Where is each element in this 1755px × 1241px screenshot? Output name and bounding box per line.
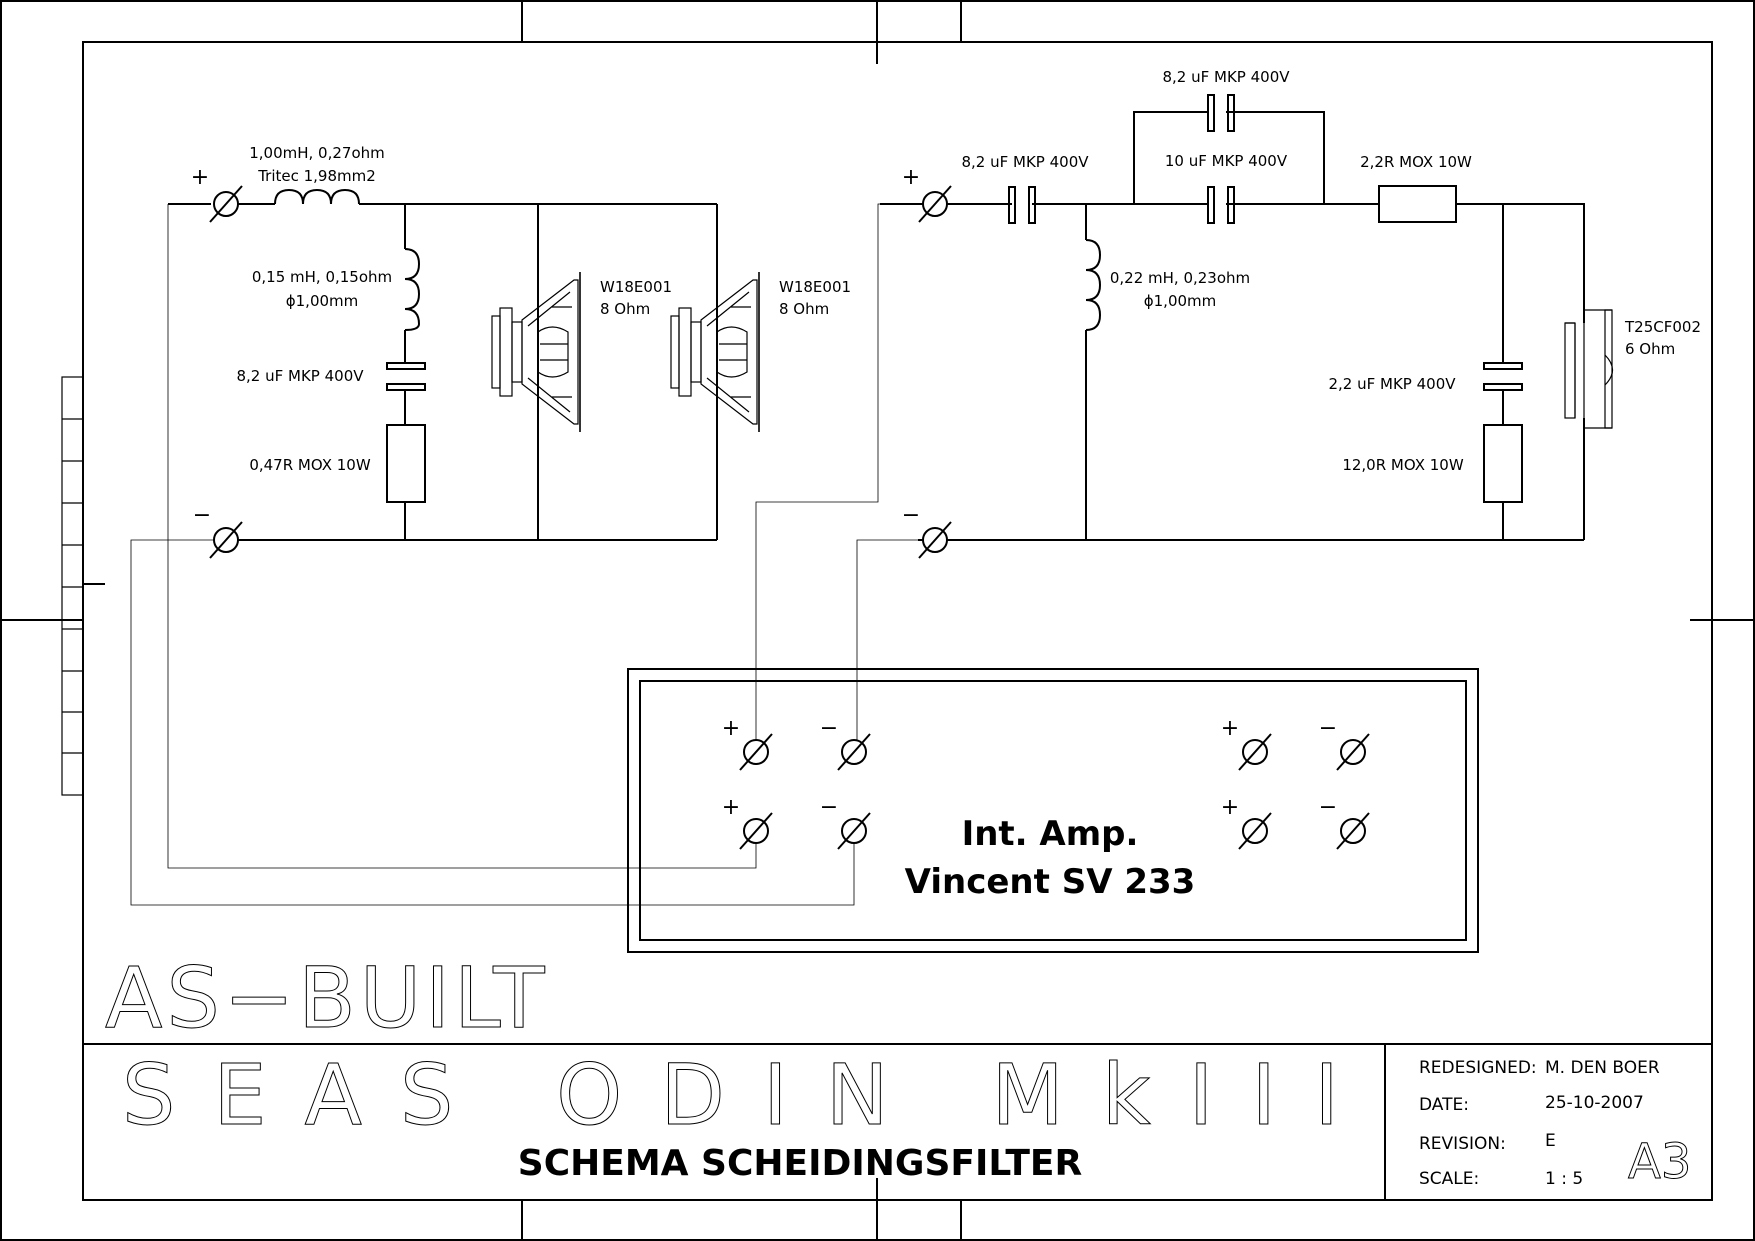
amp-terminal-1-minus: [837, 733, 871, 771]
shunt-capacitor-top: [386, 362, 426, 370]
revision-value: E: [1545, 1131, 1556, 1151]
shunt-resistor: [386, 424, 426, 503]
amp-minus-1: −: [820, 716, 838, 741]
woofer-minus-sign: −: [193, 503, 211, 528]
amp-outer-box: [627, 668, 1479, 953]
shunt-cap-label: 8,2 uF MKP 400V: [236, 367, 364, 385]
tweeter-coil-label-2: ϕ1,00mm: [1144, 292, 1217, 310]
shunt-capacitor-bottom: [386, 383, 426, 391]
title-block: SEAS ODIN MkIII SCHEMA SCHEIDINGSFILTER …: [83, 1043, 1712, 1200]
revision-label: REVISION:: [1419, 1134, 1506, 1154]
tweeter-minus-sign: −: [902, 503, 920, 528]
amp-plus-2: +: [722, 795, 740, 820]
parallel-cap-bottom-a: [1207, 186, 1215, 224]
amp-plus-4: +: [1221, 795, 1239, 820]
woofer-network: + − 1,00mH, 0,27ohm Tritec 1,98mm2 0,15 …: [168, 144, 851, 559]
shunt-inductor: [404, 248, 421, 331]
shunt-resistor-label: 0,47R MOX 10W: [249, 456, 371, 474]
sheet-size: A3: [1628, 1134, 1691, 1190]
amp-name-line2: Vincent SV 233: [905, 862, 1196, 902]
woofer2-symbol: [670, 271, 760, 433]
series-coil-label-1: 1,00mH, 0,27ohm: [249, 144, 385, 162]
shunt-coil-label-1: 0,15 mH, 0,15ohm: [252, 268, 392, 286]
zobel-resistor: [1483, 424, 1523, 503]
woofer1-impedance: 8 Ohm: [600, 300, 650, 318]
woofer2-impedance: 8 Ohm: [779, 300, 829, 318]
tweeter-terminal-minus: [918, 521, 952, 559]
zobel-capacitor-top: [1483, 362, 1523, 370]
amplifier: + − + − + − + − Int. Amp. Vincent SV 233: [627, 668, 1479, 953]
tweeter-plus-sign: +: [902, 165, 920, 190]
amp-name-line1: Int. Amp.: [962, 814, 1139, 854]
tweeter-symbol: [1564, 309, 1614, 429]
redesigned-value: M. DEN BOER: [1545, 1058, 1660, 1078]
parallel-cap-top-a: [1207, 94, 1215, 132]
zobel-resistor-label: 12,0R MOX 10W: [1342, 456, 1464, 474]
tweeter-terminal-plus: [918, 185, 952, 223]
amp-minus-3: −: [1319, 716, 1337, 741]
amp-terminal-3-minus: [1336, 733, 1370, 771]
scale-label: SCALE:: [1419, 1169, 1479, 1189]
amp-plus-3: +: [1221, 716, 1239, 741]
tweeter-impedance: 6 Ohm: [1625, 340, 1675, 358]
woofer2-model: W18E001: [779, 278, 851, 296]
as-built-stamp: AS−BUILT: [105, 949, 549, 1047]
redesigned-label: REDESIGNED:: [1419, 1058, 1537, 1078]
amp-terminal-4-plus: [1238, 812, 1272, 850]
zobel-capacitor-bottom: [1483, 383, 1523, 391]
shunt-coil-label-2: ϕ1,00mm: [286, 292, 359, 310]
tweeter-network: + − 8,2 uF MKP 400V 8,2 uF MKP 400V 10 u…: [880, 68, 1701, 559]
tweeter-coil-label-1: 0,22 mH, 0,23ohm: [1110, 269, 1250, 287]
series-capacitor-right: [1028, 186, 1036, 224]
parallel-cap-bottom-b: [1227, 186, 1235, 224]
series-capacitor-left: [1008, 186, 1016, 224]
parallel-cap-bottom-label: 10 uF MKP 400V: [1165, 152, 1288, 170]
parallel-cap-top-b: [1227, 94, 1235, 132]
date-value: 25-10-2007: [1545, 1093, 1644, 1113]
drawing-title: SCHEMA SCHEIDINGSFILTER: [518, 1143, 1082, 1184]
date-label: DATE:: [1419, 1095, 1469, 1115]
woofer1-symbol: [491, 271, 581, 433]
project-title: SEAS ODIN MkIII: [122, 1046, 1342, 1144]
speaker-cables: [130, 203, 923, 906]
series-resistor-label: 2,2R MOX 10W: [1360, 153, 1472, 171]
amp-terminal-4-minus: [1336, 812, 1370, 850]
woofer-terminal-plus: [209, 185, 243, 223]
parallel-cap-top-label: 8,2 uF MKP 400V: [1162, 68, 1290, 86]
series-inductor: [274, 188, 360, 205]
series-cap-label: 8,2 uF MKP 400V: [961, 153, 1089, 171]
series-coil-label-2: Tritec 1,98mm2: [257, 167, 376, 185]
amp-plus-1: +: [722, 716, 740, 741]
woofer1-model: W18E001: [600, 278, 672, 296]
tweeter-model: T25CF002: [1624, 318, 1701, 336]
amp-inner-box: [639, 680, 1467, 941]
amp-minus-2: −: [820, 795, 838, 820]
tweeter-shunt-inductor: [1085, 239, 1102, 331]
side-scale-bar: [61, 376, 84, 796]
woofer-plus-sign: +: [191, 165, 209, 190]
zobel-cap-label: 2,2 uF MKP 400V: [1328, 375, 1456, 393]
amp-minus-4: −: [1319, 795, 1337, 820]
series-resistor: [1378, 185, 1457, 223]
amp-terminal-3-plus: [1238, 733, 1272, 771]
woofer-terminal-minus: [209, 521, 243, 559]
scale-value: 1 : 5: [1545, 1169, 1583, 1189]
